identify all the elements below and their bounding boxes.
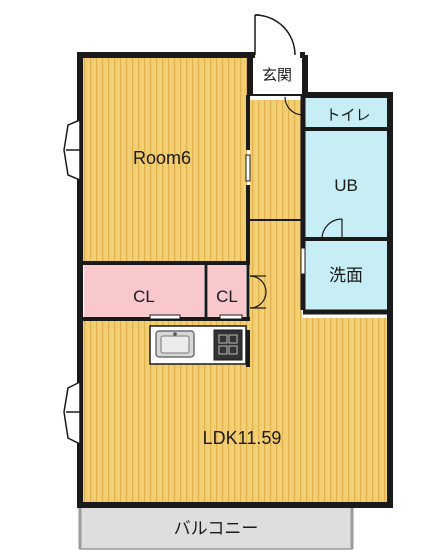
washroom xyxy=(305,241,388,311)
door-swing-icon xyxy=(254,14,296,56)
label-entrance: 玄関 xyxy=(262,67,292,84)
sink-icon xyxy=(155,330,195,358)
label-unit-bath: UB xyxy=(334,176,358,195)
label-washroom: 洗面 xyxy=(329,266,363,285)
exterior-walls xyxy=(77,52,393,508)
window-icon xyxy=(63,118,81,182)
label-closet-large: CL xyxy=(133,287,155,306)
room-6-floor xyxy=(82,58,247,263)
unit-bath xyxy=(305,130,388,238)
label-room6: Room6 xyxy=(133,148,191,168)
closet-large xyxy=(84,265,204,317)
stove-icon xyxy=(213,329,243,361)
toilet-room xyxy=(305,98,388,128)
door-swing-icon xyxy=(284,96,304,116)
label-toilet: トイレ xyxy=(325,107,370,124)
label-balcony: バルコニー xyxy=(174,519,259,538)
door-swing-icon xyxy=(321,218,343,240)
balcony xyxy=(78,504,354,550)
kitchen-counter xyxy=(149,325,247,365)
label-ldk: LDK11.59 xyxy=(203,428,282,448)
window-icon xyxy=(63,380,81,446)
closet-small xyxy=(208,265,246,317)
hallway-floor xyxy=(250,100,302,320)
entrance-floor xyxy=(252,58,302,88)
door-swing-icon xyxy=(249,275,267,309)
label-closet-small: CL xyxy=(216,287,238,306)
